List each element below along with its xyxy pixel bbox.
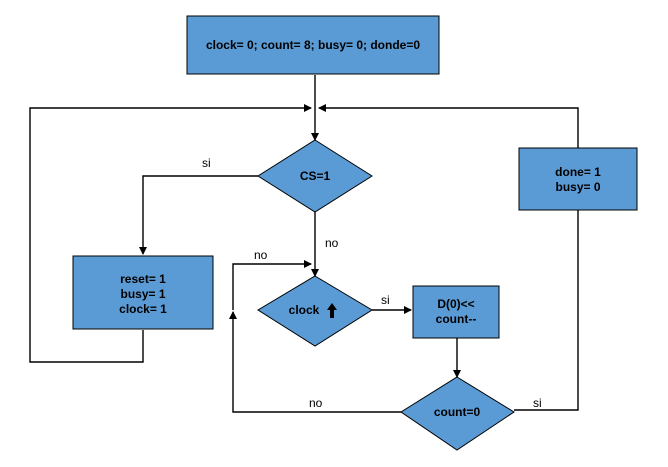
count-decision: count=0 <box>400 376 515 451</box>
done-box-line-2: busy= 0 <box>555 180 600 194</box>
edge-done-loop-back <box>318 104 579 148</box>
label-cs-yes: si <box>202 156 211 170</box>
reset-box-line-2: busy= 1 <box>120 287 165 301</box>
edge-clock-no <box>232 260 312 310</box>
edge-count-yes <box>514 210 579 411</box>
label-count-no: no <box>309 396 323 410</box>
clock-decision-text: clock <box>289 303 320 317</box>
cs-decision: CS=1 <box>257 139 373 213</box>
edge-reset-loop-back <box>29 104 312 363</box>
label-cs-no: no <box>325 236 339 250</box>
done-box: done= 1 busy= 0 <box>518 147 638 211</box>
label-clock-yes: si <box>381 293 390 307</box>
shift-box: D(0)<< count-- <box>412 285 500 339</box>
reset-box-line-1: reset= 1 <box>120 272 166 286</box>
done-box-line-1: done= 1 <box>555 165 601 179</box>
edge-cs-yes <box>139 175 258 255</box>
shift-box-line-2: count-- <box>436 312 477 326</box>
label-clock-no: no <box>254 248 268 262</box>
edge-count-no <box>229 311 401 413</box>
up-arrow-icon <box>327 303 337 318</box>
cs-decision-text: CS=1 <box>300 169 331 183</box>
reset-box: reset= 1 busy= 1 clock= 1 <box>72 255 214 330</box>
init-box-text: clock= 0; count= 8; busy= 0; donde=0 <box>206 38 420 52</box>
shift-box-line-1: D(0)<< <box>437 297 474 311</box>
init-box: clock= 0; count= 8; busy= 0; donde=0 <box>186 15 440 75</box>
label-count-yes: si <box>533 396 542 410</box>
count-decision-text: count=0 <box>434 405 481 419</box>
clock-decision: clock <box>257 275 373 347</box>
reset-box-line-3: clock= 1 <box>119 302 167 316</box>
